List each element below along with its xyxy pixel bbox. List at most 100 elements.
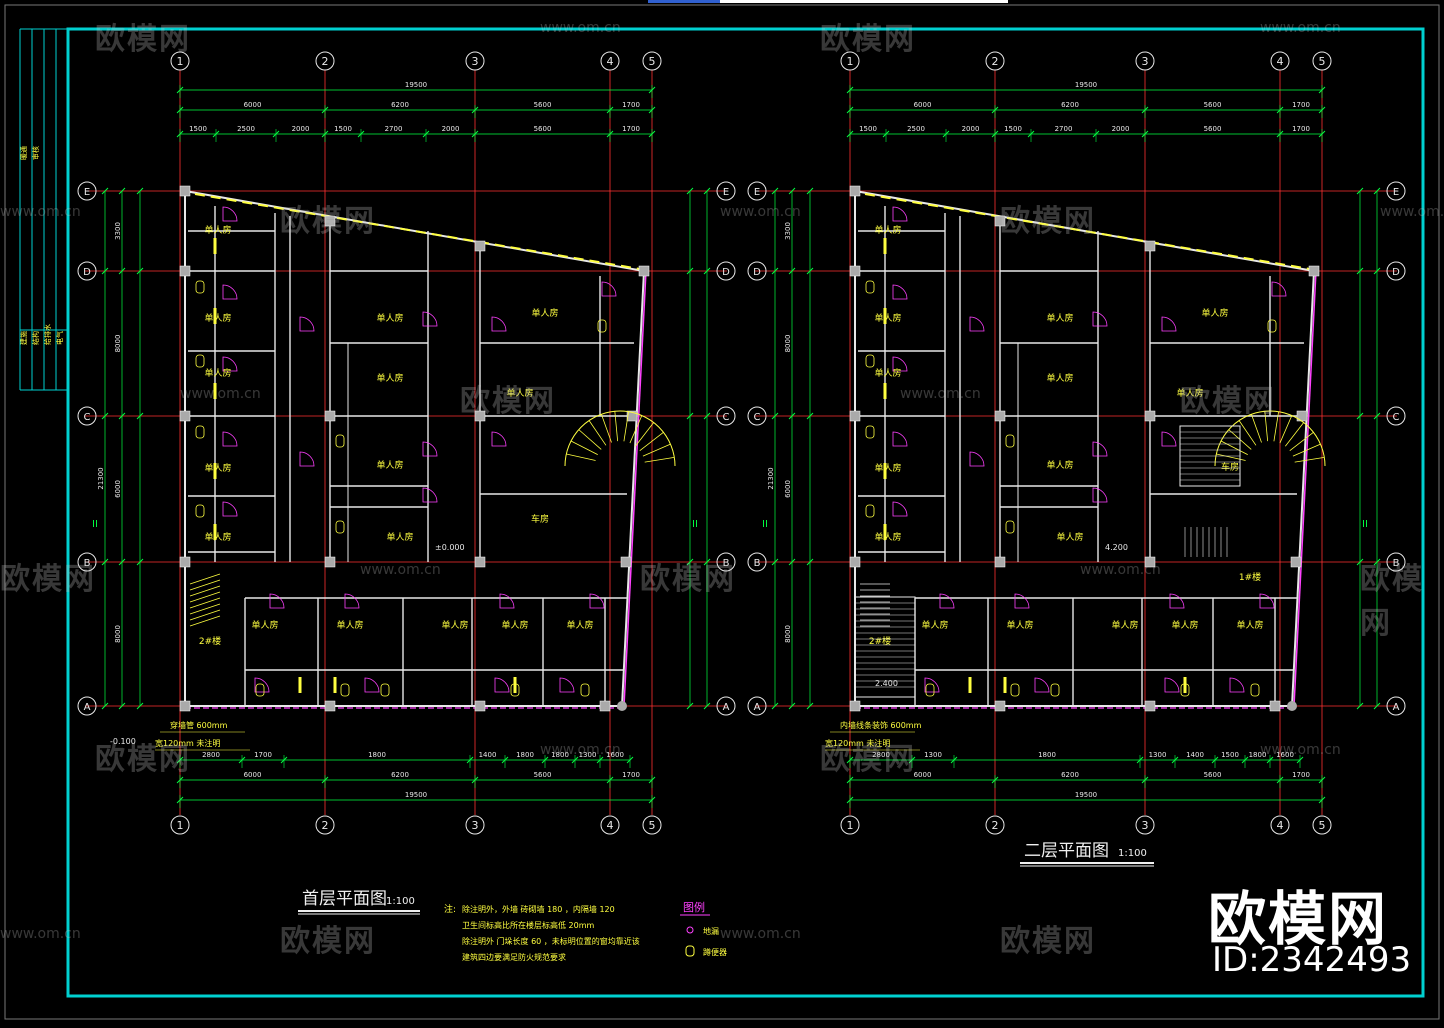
title-block-row: 暖通 [19,146,28,160]
dimension-tick [1373,187,1381,195]
dimension-text: 1800 [551,751,569,759]
stair-tread [189,603,221,615]
structural-column [849,410,861,422]
stair-tread [1220,440,1248,456]
stair-tread [570,440,598,456]
stair-flight [854,596,916,698]
dimension-tick [703,702,711,710]
dimension-tick [703,267,711,275]
axis-label: E [723,187,729,198]
stair-tread [600,414,612,443]
dimension-text: 19500 [405,81,427,89]
axis-label: 5 [649,55,656,68]
axis-label: 4 [1277,55,1284,68]
axis-bubble [642,815,662,835]
structural-column [179,556,191,568]
watermark-logo: 欧模网 [280,204,376,239]
dimension-tick [136,267,144,275]
axis-bubble [716,696,736,716]
axis-bubble [716,181,736,201]
structural-column [1287,701,1297,711]
dimension-text: 6000 [784,480,792,498]
toilet-icon [580,683,590,697]
window-marker [1183,677,1187,693]
axis-bubble [1386,696,1406,716]
axis-bubble [77,406,97,426]
dimension-text: 1700 [1292,101,1310,109]
axis-bubble [315,51,335,71]
dimension-text: 1700 [1292,125,1310,133]
axis-bubble [747,696,767,716]
stair-tread [189,597,221,609]
stair-tread [189,615,221,627]
watermark-logo: 欧模网 [820,742,916,777]
axis-label: 3 [1142,55,1149,68]
door-swing-icon [222,501,238,517]
structural-column [179,185,191,197]
notes-label: 注: [444,903,456,915]
toilet-icon [195,280,205,294]
dimension-tick [118,558,126,566]
watermark-logo: 欧模网 [1360,562,1424,641]
door-swing-icon [1161,431,1177,447]
structural-column [179,265,191,277]
toilet-icon [195,425,205,439]
dimension-tick [1373,702,1381,710]
dimension-tick [136,412,144,420]
watermark-logo: 欧模网 [460,384,556,419]
door-swing-icon [494,677,510,693]
dimension-tick [118,412,126,420]
window-marker [298,677,302,693]
watermark-url: www.om.cn [720,204,801,220]
structural-column [1144,556,1156,568]
dimension-text: 2700 [1055,125,1073,133]
dimension-text: 1700 [254,751,272,759]
axis-bubble [77,696,97,716]
brand-logo-text: 欧模网 [1208,885,1389,953]
elevation-label: 2.400 [875,679,898,688]
dimension-text: 2500 [907,125,925,133]
plan1-title: 首层平面图 [302,889,387,909]
toilet-icon [925,683,935,697]
door-swing-icon [222,356,238,372]
dimension-tick [686,702,694,710]
door-swing-icon [924,677,940,693]
dimension-text: 6200 [1061,101,1079,109]
dimension-text: 1500 [1221,751,1239,759]
stair-tread [644,457,675,463]
window-strip [864,193,1311,270]
axis-bubble [1135,815,1155,835]
axis-label: 5 [649,819,656,832]
viewer-top-bar-accent [648,0,720,3]
structural-column [474,410,486,422]
toilet-icon [195,354,205,368]
door-swing-icon [1014,593,1030,609]
dimension-tick [1373,267,1381,275]
dimension-text: 2800 [872,751,890,759]
stair-tread [1292,443,1321,457]
stair-label: 2#楼 [199,635,221,647]
door-swing-icon [299,316,315,332]
room-label-single: 单人房 [1171,619,1198,631]
room-label-single: 单人房 [1046,312,1073,324]
room-label-single: 单人房 [204,224,231,236]
structural-column [638,265,650,277]
dimension-tick [136,187,144,195]
window-marker [213,383,217,399]
axis-label: 3 [1142,819,1149,832]
structural-column [324,410,336,422]
axis-bubble [1386,406,1406,426]
axis-label: B [1393,558,1400,569]
structural-column [474,700,486,712]
dimension-text: 1800 [368,751,386,759]
structural-column [994,410,1006,422]
axis-bubble [747,261,767,281]
dimension-text: 1500 [1004,125,1022,133]
axis-bubble [1270,815,1290,835]
window-marker [213,238,217,254]
title-block-row: 电气 [55,331,64,345]
viewer-top-bar [648,0,1008,3]
axis-bubble [1312,815,1332,835]
